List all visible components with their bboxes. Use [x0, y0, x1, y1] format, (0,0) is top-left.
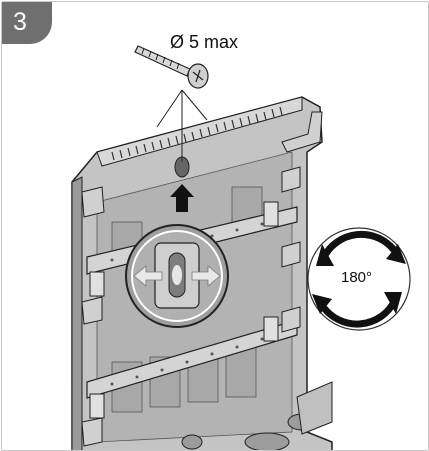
screw-guide-lines — [156, 89, 208, 162]
step-badge: 3 — [2, 2, 52, 44]
spirit-level-icon — [125, 224, 229, 328]
up-arrow-icon — [170, 184, 194, 212]
screw-diameter-label: Ø 5 max — [170, 32, 239, 52]
screw-icon — [134, 45, 209, 89]
rotate-180-icon — [307, 227, 411, 331]
step-number: 3 — [13, 8, 27, 36]
rotation-label: 180° — [341, 269, 373, 286]
